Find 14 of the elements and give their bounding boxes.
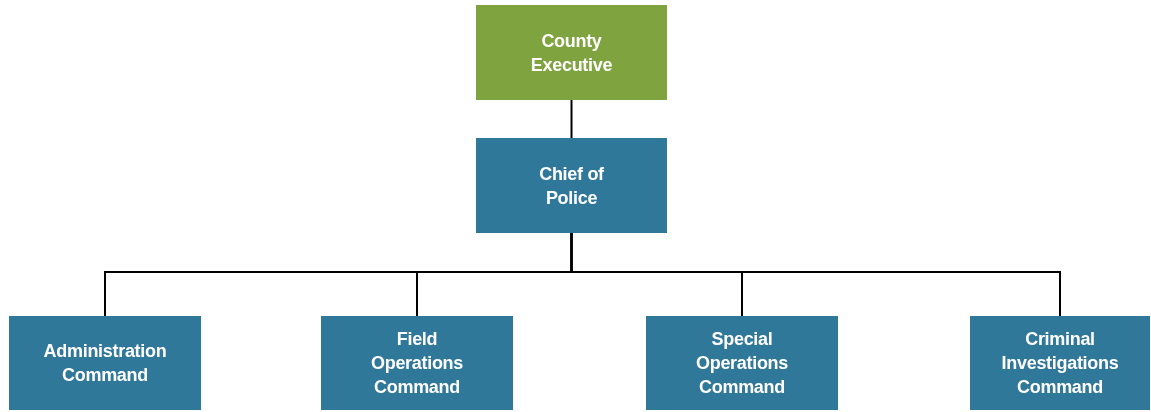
org-box	[970, 316, 1150, 410]
org-label: Administration Command	[42, 340, 168, 387]
org-box	[9, 316, 201, 410]
org-box	[646, 316, 838, 410]
org-label: Special Operations Command	[695, 328, 789, 399]
connector-line	[570, 232, 1061, 317]
org-label: Chief of Police	[538, 162, 605, 210]
org-box	[476, 5, 667, 100]
org-box	[476, 138, 667, 233]
org-label: Field Operations Command	[370, 328, 464, 399]
org-label: Criminal Investigations Command	[1000, 328, 1120, 399]
org-label: County Executive	[529, 29, 614, 77]
org-box	[321, 316, 513, 410]
connector-line	[570, 99, 573, 139]
